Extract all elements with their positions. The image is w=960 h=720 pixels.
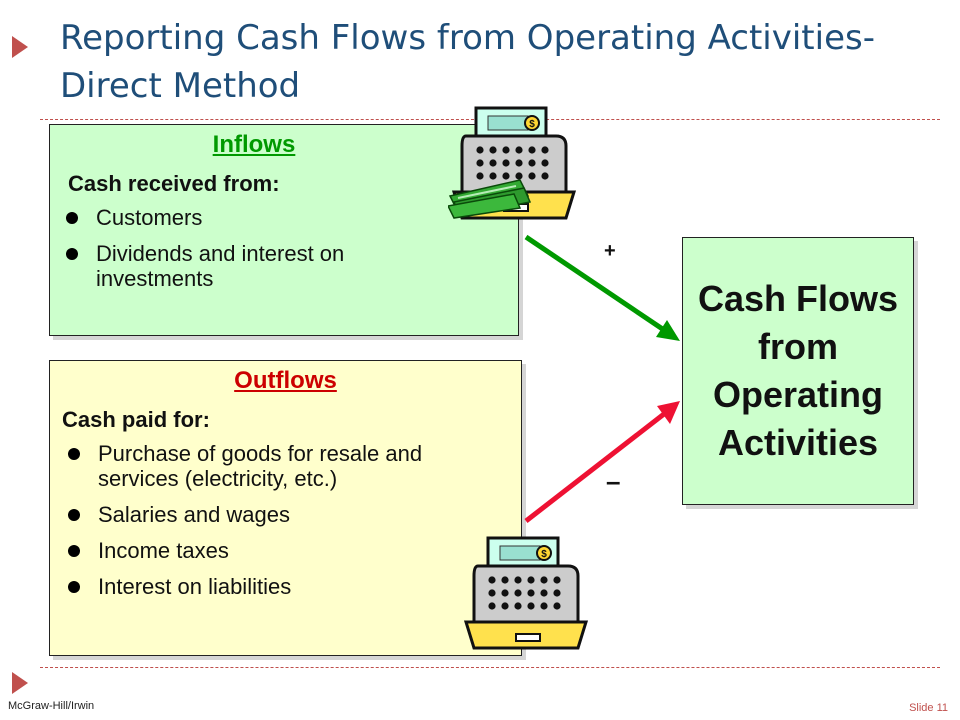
list-item-text: Customers [96,205,203,230]
inflows-subheading: Cash received from: [68,171,280,196]
list-item: Purchase of goods for resale and service… [50,441,521,491]
inflows-heading: Inflows [212,131,296,158]
publisher-footer: McGraw-Hill/Irwin [8,700,95,712]
bottom-divider [40,667,940,668]
bullet-icon [68,448,80,460]
inflows-box: Inflows Cash received from: Customers Di… [49,124,519,336]
list-item: Dividends and interest on investments [50,241,518,291]
inflow-arrow [524,234,666,333]
bullet-icon [68,545,80,557]
bullet-icon [68,581,80,593]
footer-marker [12,672,28,694]
list-item: Income taxes [50,538,521,563]
plus-sign: + [604,240,616,262]
bullet-icon [66,212,78,224]
cash-flows-operating-box: Cash Flows from Operating Activities [682,237,914,505]
inflows-list: Customers Dividends and interest on inve… [50,205,518,291]
title-marker [12,36,28,58]
dollar-glyph: $ [541,549,547,560]
cash-flows-operating-label: Cash Flows from Operating Activities [697,278,899,463]
outflows-subheading: Cash paid for: [62,407,210,432]
list-item-text: Interest on liabilities [98,574,292,599]
list-item: Customers [50,205,518,230]
list-item: Salaries and wages [50,502,521,527]
outflows-heading: Outflows [234,367,337,394]
outflows-box: Outflows Cash paid for: Purchase of good… [49,360,522,656]
outflow-arrowhead [657,401,680,424]
slide-title: Reporting Cash Flows from Operating Acti… [60,18,875,106]
slide-number: Slide 11 [909,702,948,714]
list-item-text: Purchase of goods for resale and service… [98,441,423,491]
empty-cash-register-icon: $ [463,536,589,650]
bullet-icon [68,509,80,521]
list-item-text: Dividends and interest on investments [96,241,345,291]
list-item: Interest on liabilities [50,574,521,599]
outflows-list: Purchase of goods for resale and service… [50,441,521,599]
list-item-text: Salaries and wages [98,502,291,527]
bullet-icon [66,248,78,260]
cash-register-with-money-icon: $ [448,106,577,220]
minus-sign: – [606,466,621,496]
list-item-text: Income taxes [98,538,229,563]
inflow-arrowhead [656,320,680,341]
dollar-glyph: $ [529,119,535,130]
outflow-arrow [524,412,666,523]
